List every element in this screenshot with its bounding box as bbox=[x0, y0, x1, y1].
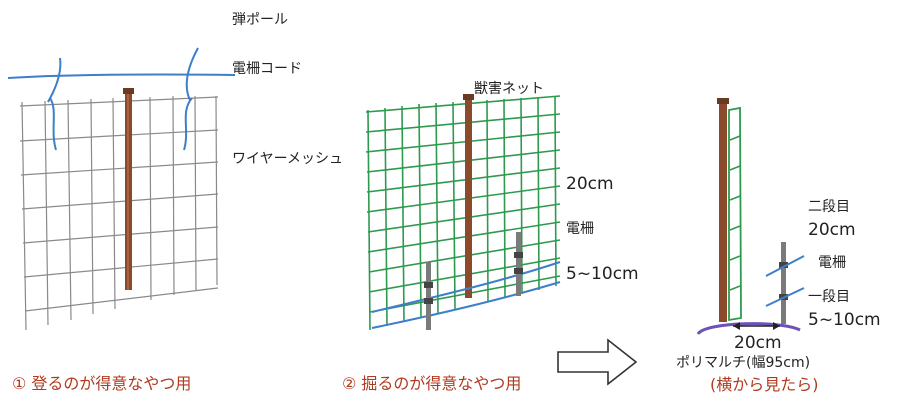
label-height-5-10cm: 5~10cm bbox=[566, 264, 639, 284]
label-animal-net: 獣害ネット bbox=[474, 81, 544, 97]
label-second-tier: 二段目 bbox=[808, 199, 850, 215]
label-electric-cord: 電柵コード bbox=[232, 61, 302, 77]
transition-arrow bbox=[557, 338, 638, 386]
label-height-20cm: 20cm bbox=[566, 174, 614, 194]
label-poly-mulch: ポリマルチ(幅95cm) bbox=[676, 355, 811, 371]
label-electric-fence: 電柵 bbox=[566, 221, 594, 237]
pole-1 bbox=[123, 88, 134, 290]
fence-wires bbox=[371, 261, 561, 329]
caption-fig2: ② 掘るのが得意なやつ用 bbox=[342, 374, 522, 393]
label-first-tier-height: 5~10cm bbox=[808, 310, 881, 330]
wire-mesh-grid bbox=[19, 95, 219, 331]
label-fence-side: 電柵 bbox=[818, 255, 846, 271]
caption-fig3: (横から見たら) bbox=[710, 375, 819, 394]
animal-net-grid bbox=[365, 95, 561, 331]
label-second-tier-height: 20cm bbox=[808, 220, 856, 240]
caption-fig1: ① 登るのが得意なやつ用 bbox=[12, 374, 192, 393]
label-pole: 弾ポール bbox=[232, 12, 288, 28]
side-view bbox=[696, 98, 805, 336]
fence-posts bbox=[424, 232, 523, 330]
pole-2 bbox=[463, 94, 474, 298]
label-first-tier: 一段目 bbox=[808, 289, 850, 305]
electric-cord bbox=[7, 47, 236, 151]
label-width-20cm: 20cm bbox=[734, 333, 782, 353]
label-wire-mesh: ワイヤーメッシュ bbox=[232, 151, 344, 167]
